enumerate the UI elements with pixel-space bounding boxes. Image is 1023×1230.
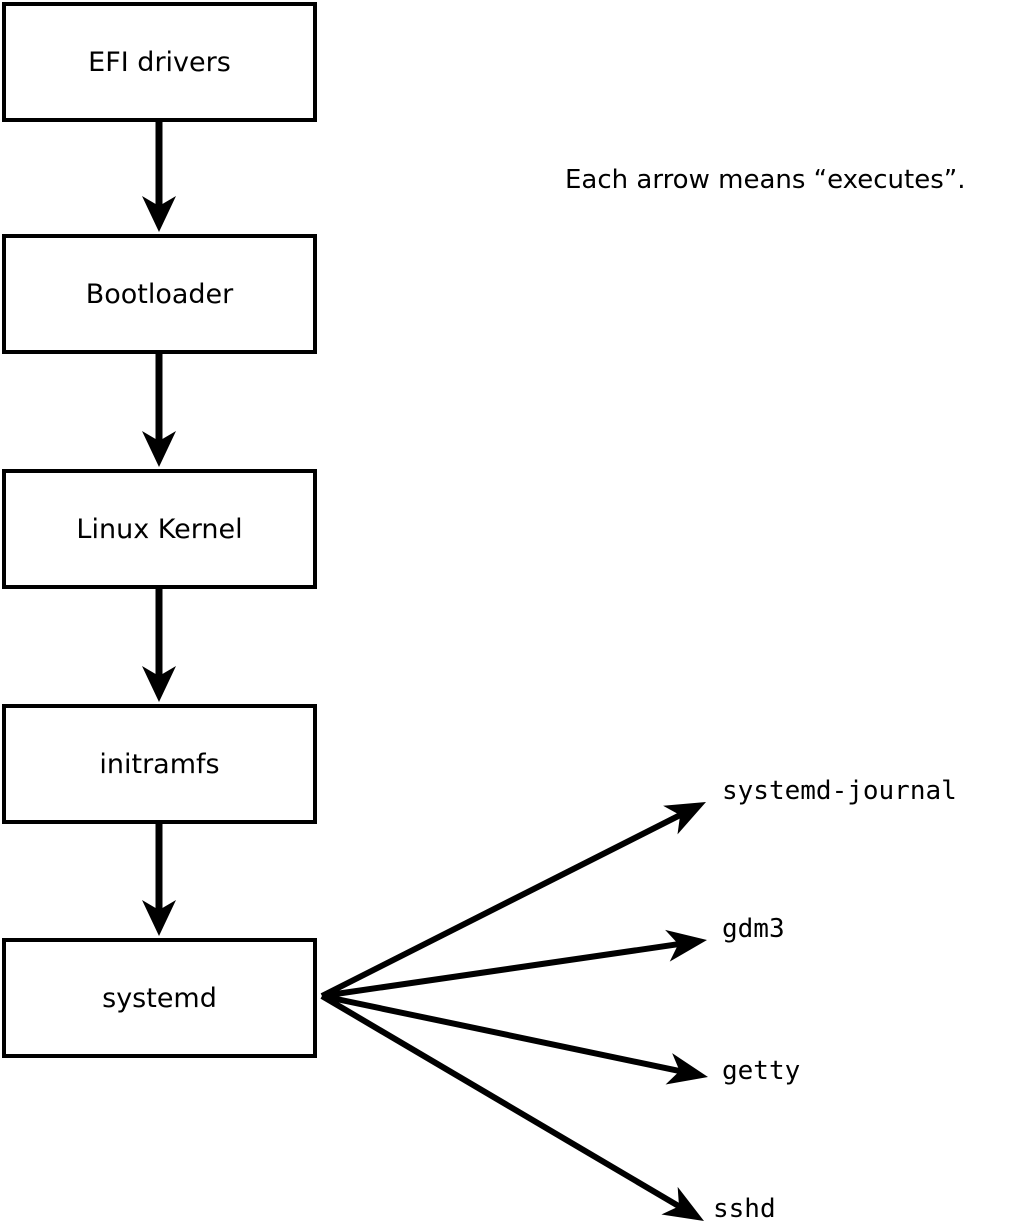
- edge-systemd-to-getty-arrowhead: [665, 1053, 708, 1085]
- edge-systemd-to-sshd-shaft: [320, 993, 685, 1212]
- service-edge-group: [320, 802, 708, 1221]
- stage-box-systemd[interactable]: systemd: [2, 938, 317, 1058]
- edge-linux-kernel-to-initramfs-arrowhead: [142, 666, 176, 702]
- stage-box-efi-drivers[interactable]: EFI drivers: [2, 2, 317, 122]
- service-label-getty: getty: [722, 1056, 801, 1086]
- edge-bootloader-to-linux-kernel-arrowhead: [142, 431, 176, 467]
- stage-label-linux-kernel: Linux Kernel: [76, 513, 243, 545]
- stage-box-bootloader[interactable]: Bootloader: [2, 234, 317, 354]
- stage-label-initramfs: initramfs: [99, 748, 220, 780]
- edge-systemd-to-getty-shaft: [321, 993, 686, 1076]
- vertical-edge-group: [142, 122, 176, 936]
- stage-label-efi-drivers: EFI drivers: [88, 46, 231, 78]
- legend-note: Each arrow means “executes”.: [565, 165, 966, 195]
- stage-label-bootloader: Bootloader: [85, 278, 234, 310]
- edge-systemd-to-gdm3-shaft: [321, 940, 684, 999]
- edge-systemd-to-sshd-arrowhead: [661, 1186, 704, 1221]
- service-label-gdm3: gdm3: [722, 914, 785, 944]
- service-label-systemd-journal: systemd-journal: [722, 776, 957, 806]
- edge-initramfs-to-systemd-arrowhead: [142, 900, 176, 936]
- service-label-sshd: sshd: [713, 1194, 776, 1224]
- edge-systemd-to-systemd-journal-shaft: [320, 810, 686, 999]
- stage-label-systemd: systemd: [102, 982, 217, 1014]
- stage-box-linux-kernel[interactable]: Linux Kernel: [2, 469, 317, 589]
- edge-efi-drivers-to-bootloader-arrowhead: [142, 196, 176, 232]
- stage-box-initramfs[interactable]: initramfs: [2, 704, 317, 824]
- edge-systemd-to-systemd-journal-arrowhead: [663, 802, 706, 835]
- edge-systemd-to-gdm3-arrowhead: [665, 929, 707, 962]
